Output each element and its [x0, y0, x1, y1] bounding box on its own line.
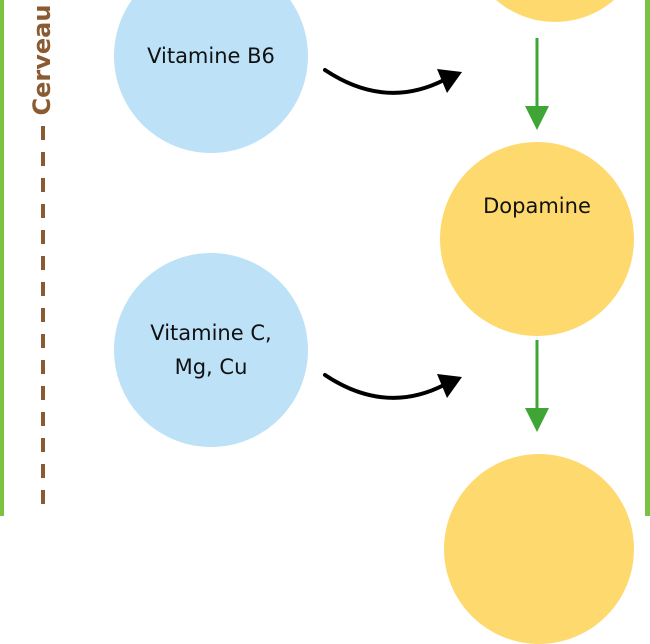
- brain-dashed-divider: [41, 126, 45, 516]
- flow-arrow-bottom: [525, 340, 549, 432]
- cofactor-arrow-b6: [323, 68, 462, 95]
- vitamin-b6-node: Vitamine B6: [114, 0, 308, 153]
- frame-left-border: [0, 0, 4, 516]
- frame-right-border: [645, 0, 650, 516]
- vitamin-c-label-line2: Mg, Cu: [174, 355, 248, 379]
- vitamin-c-node: Vitamine C, Mg, Cu: [114, 253, 308, 447]
- vitamin-b6-label: Vitamine B6: [147, 44, 275, 68]
- dopamine-label: Dopamine: [483, 194, 591, 218]
- flow-arrow-top: [525, 38, 549, 130]
- dopamine-node: Dopamine: [440, 142, 634, 336]
- arrows-layer: [323, 38, 549, 432]
- cofactor-arrow-c: [323, 373, 462, 400]
- vitamin-c-label-line1: Vitamine C,: [150, 321, 272, 345]
